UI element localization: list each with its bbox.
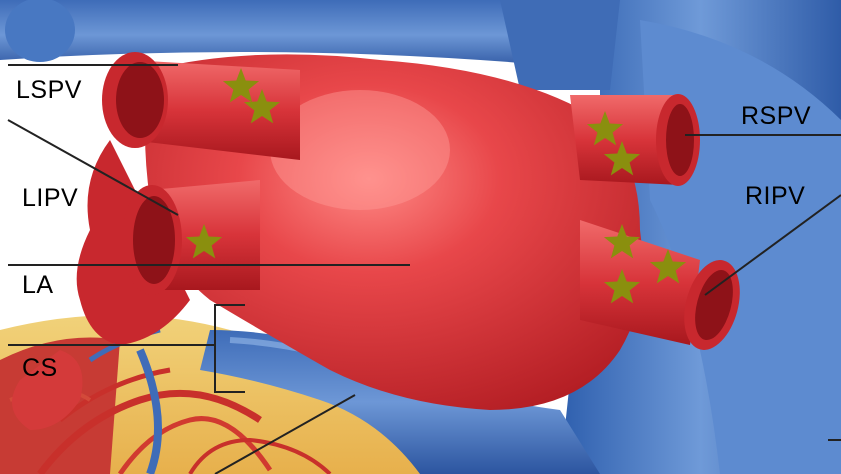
right-superior-pulmonary-vein xyxy=(570,94,700,186)
label-cs: CS xyxy=(22,356,58,381)
label-ripv: RIPV xyxy=(745,184,805,209)
label-lspv: LSPV xyxy=(16,78,82,103)
label-lipv: LIPV xyxy=(22,186,78,211)
label-la: LA xyxy=(22,273,54,298)
label-rspv: RSPV xyxy=(741,104,811,129)
